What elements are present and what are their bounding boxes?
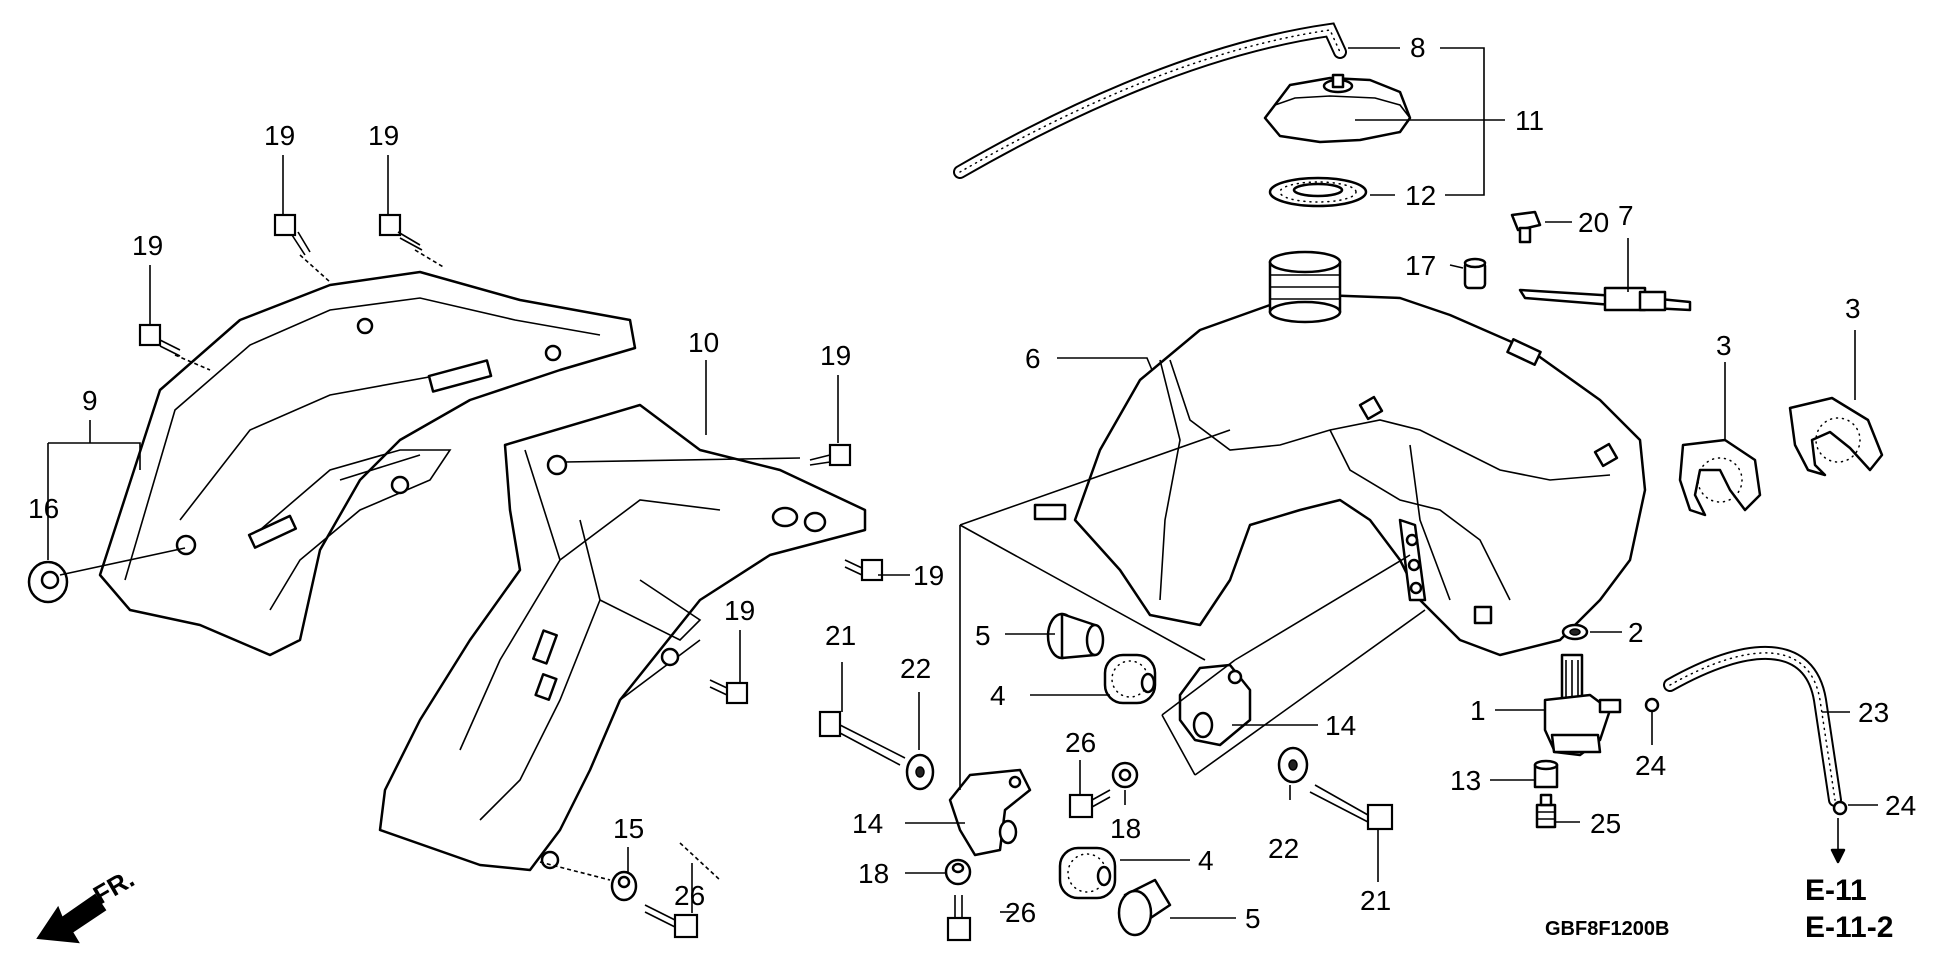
fuel-tank — [1033, 250, 1647, 657]
callout-9: 9 — [82, 385, 98, 416]
callout-18a: 18 — [1110, 813, 1141, 844]
bolt-19e — [844, 558, 884, 582]
callout-5b: 5 — [1245, 903, 1261, 934]
clip-24b — [1832, 800, 1848, 816]
bolt-19a — [138, 323, 181, 357]
callout-24a: 24 — [1635, 750, 1666, 781]
callout-6: 6 — [1025, 343, 1041, 374]
callout-3a: 3 — [1716, 330, 1732, 361]
screen-filter-13 — [1533, 759, 1559, 789]
callout-19d: 19 — [820, 340, 851, 371]
cap-gasket — [1268, 176, 1368, 208]
callout-1: 1 — [1470, 695, 1486, 726]
callout-15: 15 — [613, 813, 644, 844]
callout-4b: 4 — [1198, 845, 1214, 876]
references: E-11 E-11-2 GBF8F1200B — [1545, 874, 1893, 944]
callout-14a: 14 — [852, 808, 883, 839]
right-shroud — [378, 403, 867, 872]
seal-bushing-a — [1678, 438, 1762, 517]
bracket-14a — [1178, 663, 1252, 747]
collar-5a — [1046, 612, 1105, 660]
arrow-icon — [36, 893, 107, 944]
breather-hose — [953, 22, 1347, 179]
callout-5a: 5 — [975, 620, 991, 651]
bracket-14b — [948, 768, 1032, 857]
front-direction-arrow: FR. — [36, 863, 139, 944]
bolt-19d — [809, 443, 852, 467]
callout-2: 2 — [1628, 617, 1644, 648]
callout-22a: 22 — [900, 653, 931, 684]
grommet-4a — [1103, 653, 1157, 705]
leader-lines — [47, 47, 1878, 919]
clip-24a — [1644, 697, 1660, 713]
fuel-hose — [1663, 645, 1842, 807]
tank-clip — [1518, 286, 1692, 312]
bolt-19b — [273, 213, 311, 256]
callout-22b: 22 — [1268, 833, 1299, 864]
bolt-26a — [644, 904, 699, 939]
bolt-21b — [1309, 784, 1394, 831]
washer-22a — [905, 753, 935, 791]
washer-22b — [1277, 746, 1309, 784]
collar-18b — [944, 858, 972, 886]
callout-26c: 26 — [1005, 897, 1036, 928]
callout-24b: 24 — [1885, 790, 1916, 821]
bolt-26c — [946, 895, 972, 942]
collar-17 — [1463, 257, 1487, 290]
grommet-16 — [27, 560, 69, 604]
callout-14b: 14 — [1325, 710, 1356, 741]
callout-labels: 8 11 12 20 17 7 3 3 6 2 1 23 24 24 13 25… — [28, 32, 1916, 934]
callout-17: 17 — [1405, 250, 1436, 281]
callout-21a: 21 — [825, 620, 856, 651]
bolt-19f — [709, 679, 749, 705]
collar-5b — [1117, 878, 1172, 937]
callout-19f: 19 — [724, 595, 755, 626]
bolt-19c — [378, 213, 423, 251]
seal-bushing-b — [1788, 396, 1884, 477]
reference-e11[interactable]: E-11 — [1805, 874, 1867, 907]
callout-26b: 26 — [1065, 727, 1096, 758]
callout-25: 25 — [1590, 808, 1621, 839]
callout-19c: 19 — [368, 120, 399, 151]
grommet-4b — [1058, 846, 1117, 900]
diagram-code: GBF8F1200B — [1545, 918, 1670, 940]
callout-3b: 3 — [1845, 293, 1861, 324]
collar-18a — [1111, 761, 1139, 789]
callout-11: 11 — [1515, 105, 1544, 136]
callout-8: 8 — [1410, 32, 1426, 63]
callout-18b: 18 — [858, 858, 889, 889]
callout-7: 7 — [1618, 200, 1634, 231]
callout-20: 20 — [1578, 207, 1609, 238]
left-shroud — [98, 270, 637, 657]
callout-19e: 19 — [913, 560, 944, 591]
bolt-21a — [818, 710, 906, 766]
callout-12: 12 — [1405, 180, 1436, 211]
callout-16: 16 — [28, 493, 59, 524]
callout-23: 23 — [1858, 697, 1889, 728]
bolt-20 — [1510, 210, 1542, 244]
callout-21b: 21 — [1360, 885, 1391, 916]
callout-10: 10 — [688, 327, 719, 358]
callout-26a: 26 — [674, 880, 705, 911]
washer-2 — [1561, 623, 1589, 641]
bolt-26b — [1068, 789, 1111, 819]
callout-4a: 4 — [990, 680, 1006, 711]
callout-19b: 19 — [264, 120, 295, 151]
callout-13: 13 — [1450, 765, 1481, 796]
collar-15 — [610, 870, 638, 902]
fuel-cap — [1263, 73, 1412, 144]
callout-19a: 19 — [132, 230, 163, 261]
reference-e11-2[interactable]: E-11-2 — [1805, 911, 1893, 944]
fuel-cock — [1543, 653, 1622, 757]
drain-bolt-25 — [1535, 793, 1557, 829]
